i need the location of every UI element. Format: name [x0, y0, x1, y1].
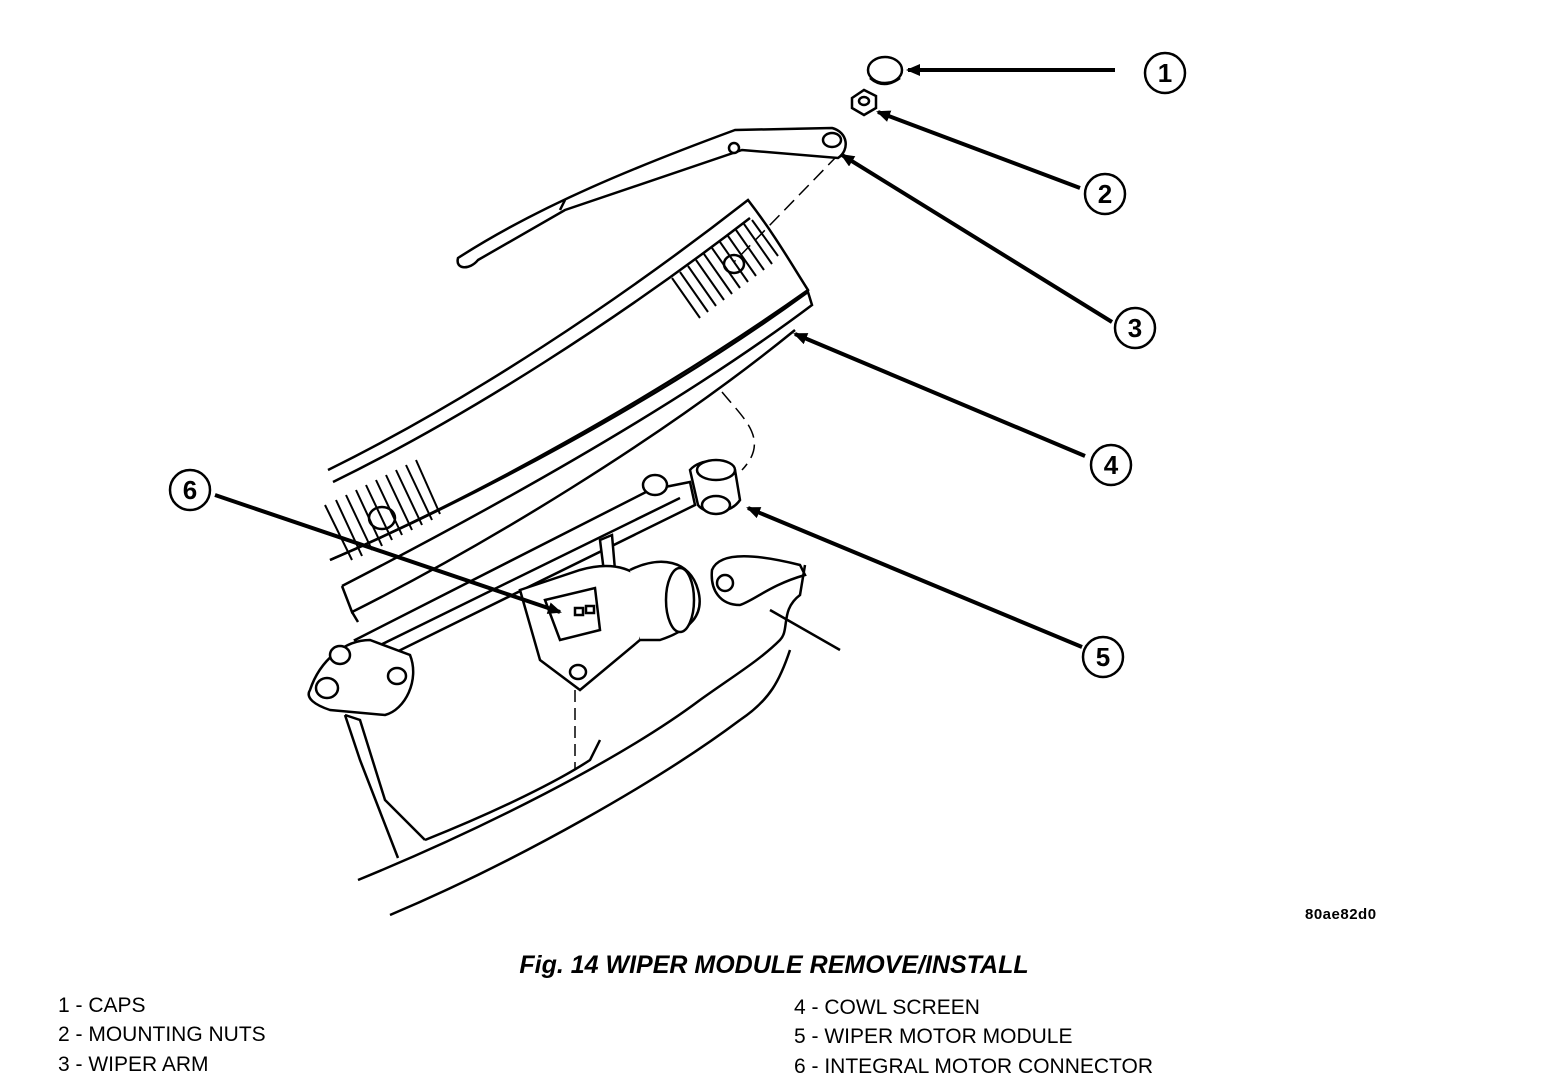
- cap-part: [866, 55, 904, 86]
- legend-item: 3 - WIPER ARM: [58, 1053, 209, 1076]
- mounting-nut-part: [850, 88, 878, 117]
- callout-6: 6: [168, 468, 212, 512]
- legend-item: 1 - CAPS: [58, 994, 146, 1017]
- wiper-motor-module-part: [307, 458, 807, 717]
- svg-text:5: 5: [1096, 642, 1110, 672]
- figure-caption: Fig. 14 WIPER MODULE REMOVE/INSTALL: [0, 951, 1568, 980]
- body-panel: [343, 564, 841, 917]
- svg-text:2: 2: [1098, 179, 1112, 209]
- cowl-screen-part: [324, 198, 814, 623]
- figure-code: 80ae82d0: [1305, 906, 1377, 923]
- legend-item: 4 - COWL SCREEN: [794, 996, 980, 1019]
- callout-5: 5: [1081, 635, 1125, 679]
- callout-2: 2: [1083, 172, 1127, 216]
- figure-caption-text: Fig. 14 WIPER MODULE REMOVE/INSTALL: [519, 951, 1029, 979]
- legend-item: 2 - MOUNTING NUTS: [58, 1023, 266, 1046]
- svg-text:3: 3: [1128, 313, 1142, 343]
- callout-4: 4: [1089, 443, 1133, 487]
- legend-item: 6 - INTEGRAL MOTOR CONNECTOR: [794, 1055, 1153, 1078]
- svg-text:4: 4: [1104, 450, 1119, 480]
- callout-3: 3: [1113, 306, 1157, 350]
- svg-text:6: 6: [183, 475, 197, 505]
- callout-1: 1: [1143, 51, 1187, 95]
- legend-item: 5 - WIPER MOTOR MODULE: [794, 1025, 1073, 1048]
- svg-text:1: 1: [1158, 58, 1172, 88]
- leader-arrows: [214, 64, 1115, 649]
- wiper-arm-part: [456, 126, 847, 269]
